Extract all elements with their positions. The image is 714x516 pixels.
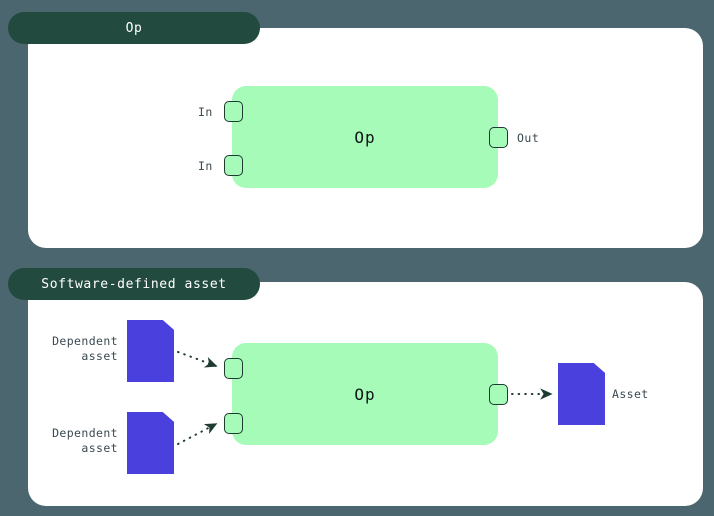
input-port-2-label: In bbox=[198, 159, 213, 173]
asset-document-icon[interactable] bbox=[127, 320, 174, 382]
input-port-2[interactable] bbox=[224, 155, 243, 176]
asset-document-icon[interactable] bbox=[127, 412, 174, 474]
input-port-1-label: In bbox=[198, 105, 213, 119]
op-node-label: Op bbox=[354, 127, 376, 147]
dependent-asset-1-label: Dependent asset bbox=[52, 334, 118, 363]
asset-document-icon[interactable] bbox=[558, 363, 605, 425]
input-port-3[interactable] bbox=[224, 358, 243, 379]
op-node-asset[interactable]: Op bbox=[232, 343, 498, 445]
input-port-4[interactable] bbox=[224, 413, 243, 434]
op-node[interactable]: Op bbox=[232, 86, 498, 188]
panel-tab-op[interactable]: Op bbox=[8, 12, 260, 44]
asset-label: Asset bbox=[612, 387, 649, 401]
op-node-asset-label: Op bbox=[354, 384, 376, 404]
output-port-1[interactable] bbox=[489, 127, 508, 148]
dependent-asset-2-label: Dependent asset bbox=[52, 426, 118, 455]
output-port-2[interactable] bbox=[489, 384, 508, 405]
input-port-1[interactable] bbox=[224, 101, 243, 122]
panel-tab-software-defined-asset[interactable]: Software-defined asset bbox=[8, 268, 260, 300]
output-port-1-label: Out bbox=[517, 131, 540, 145]
